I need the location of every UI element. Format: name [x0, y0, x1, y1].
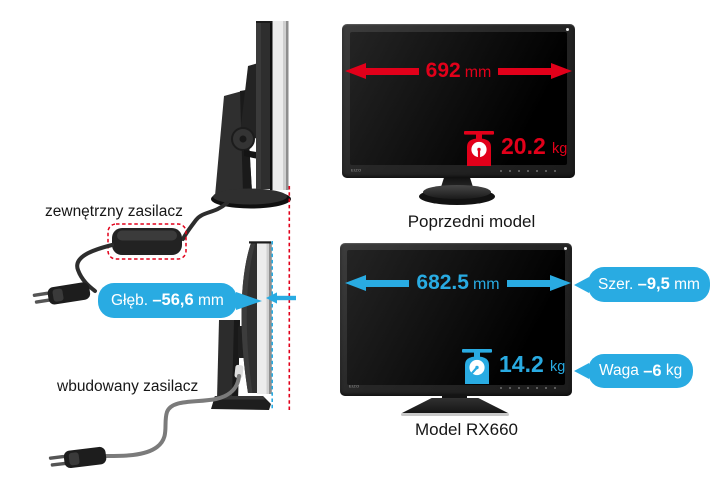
cable-old-to-brick: [181, 201, 229, 241]
previous-model-stand-base-top: [423, 185, 491, 199]
previous-model-screen: [350, 32, 567, 165]
rx660-stand-base-edge: [401, 412, 509, 416]
external-psu-brick: [112, 228, 182, 255]
arrow-shaft: [366, 67, 419, 75]
depth-diff-arrow: [266, 292, 296, 304]
arrow-shaft: [506, 279, 550, 287]
psu-highlight-outline: [107, 223, 187, 260]
depth-callout-prefix: Głęb.: [111, 291, 153, 309]
width-reduction-callout: Szer. –9,5 mm: [588, 267, 710, 302]
weight-unit: kg: [552, 141, 568, 157]
weight-value: 20.2: [501, 133, 546, 159]
arrow-shaft: [366, 279, 410, 287]
bezel-buttons: [500, 387, 558, 389]
previous-model-monitor: EIZO 692 mm 20.2 kg: [342, 24, 575, 178]
rx660-caption: Model RX660: [414, 420, 518, 439]
side-comparison-diagram: [32, 21, 296, 469]
eizo-logo: EIZO: [351, 168, 362, 173]
cable-brick-to-plug: [75, 243, 114, 293]
previous-model-stand-neck: [441, 177, 473, 187]
width-dimension-arrow-rx660: 682.5 mm: [345, 271, 571, 295]
weight-unit: kg: [550, 359, 566, 375]
power-led: [564, 247, 567, 250]
scale-icon: [464, 131, 494, 166]
depth-callout-unit: mm: [193, 291, 224, 309]
power-plug-icon-2: [48, 446, 107, 469]
width-unit: mm: [472, 276, 500, 293]
width-dimension-arrow-previous: 692 mm: [345, 59, 573, 83]
width-callout-prefix: Szer.: [598, 275, 638, 293]
weight-reduction-callout: Waga –6 kg: [588, 354, 694, 388]
rx660-screen: [347, 250, 565, 385]
cable-new-to-plug: [99, 374, 241, 459]
previous-model-caption: Poprzedni model: [407, 212, 536, 231]
builtin-psu-label: wbudowany zasilacz: [57, 378, 199, 395]
width-dimension-text: 692 mm: [426, 59, 492, 83]
depth-callout-value: –56,6: [152, 291, 194, 309]
width-value: 682.5: [416, 271, 469, 294]
weight-value: 14.2: [499, 351, 544, 377]
power-led: [566, 27, 569, 31]
arrow-head-right-icon: [550, 275, 571, 291]
weight-callout-unit: kg: [661, 362, 683, 379]
bezel-buttons: [500, 170, 558, 172]
width-dimension-text: 682.5 mm: [416, 271, 499, 295]
weight-callout-prefix: Waga: [599, 362, 644, 379]
arrow-head-left-icon: [345, 63, 366, 79]
arrow-head-right-icon: [551, 63, 573, 79]
arrow-head-left-icon: [345, 275, 366, 291]
arrow-shaft: [498, 67, 552, 75]
rx660-stand-base: [402, 398, 508, 413]
weight-callout-value: –6: [643, 361, 662, 380]
weight-previous: 20.2 kg: [464, 131, 614, 167]
weight-rx660: 14.2 kg: [462, 349, 612, 385]
old-monitor-side-view: [211, 21, 291, 209]
depth-reduction-callout: Głęb. –56,6 mm: [98, 283, 237, 318]
external-psu-label: zewnętrzny zasilacz: [45, 203, 183, 220]
new-monitor-side-view: [211, 241, 272, 410]
width-callout-value: –9,5: [637, 275, 670, 293]
rx660-monitor: EIZO 682.5 mm 14.2 kg: [340, 243, 572, 396]
width-callout-unit: mm: [669, 275, 700, 293]
width-value: 692: [425, 59, 461, 82]
eizo-logo: EIZO: [349, 384, 360, 389]
width-unit: mm: [464, 64, 492, 81]
scale-icon: [462, 349, 492, 384]
power-plug-icon: [32, 282, 91, 305]
